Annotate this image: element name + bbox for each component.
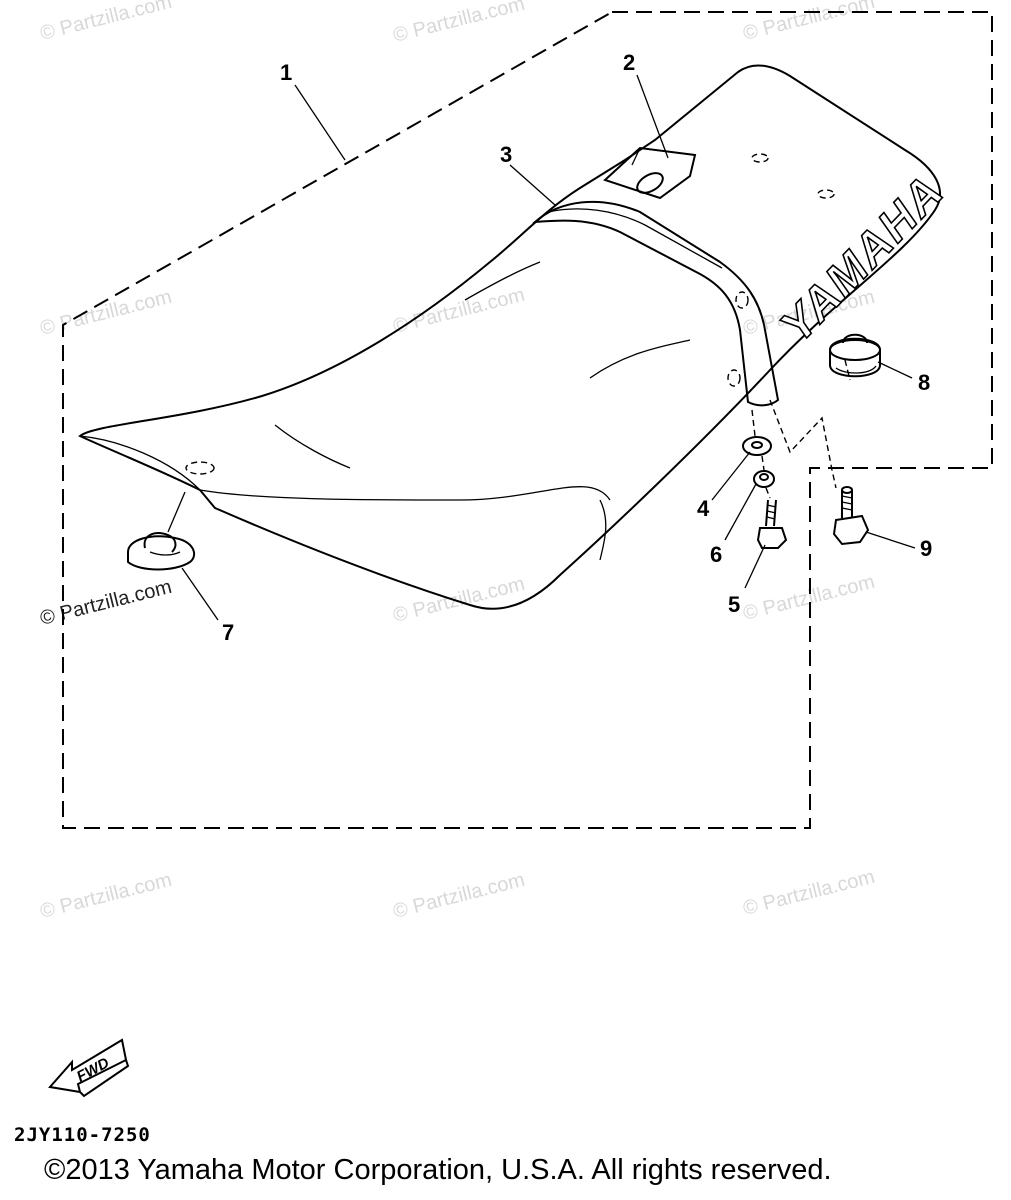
watermark: © Partzilla.com — [38, 576, 174, 630]
diagram-code: 2JY110-7250 — [14, 1124, 151, 1146]
bolt-9 — [832, 486, 870, 546]
watermark: © Partzilla.com — [391, 573, 527, 627]
watermark: © Partzilla.com — [741, 866, 877, 920]
callout-2: 2 — [623, 50, 635, 75]
copyright-text: ©2013 Yamaha Motor Corporation, U.S.A. A… — [44, 1154, 832, 1186]
seat-top-crease — [199, 486, 611, 501]
mount-hole — [727, 369, 741, 387]
damper-front — [127, 532, 196, 571]
watermark: © Partzilla.com — [38, 286, 174, 340]
watermark: © Partzilla.com — [391, 869, 527, 923]
seat-hook — [603, 146, 697, 200]
seat-highlight — [464, 261, 541, 301]
watermark: © Partzilla.com — [391, 0, 527, 47]
watermark-layer: © Partzilla.com © Partzilla.com © Partzi… — [38, 0, 877, 923]
assembly-line — [761, 455, 765, 471]
seat-side-crease — [599, 499, 607, 561]
mount-hole — [185, 461, 215, 475]
watermark: © Partzilla.com — [741, 571, 877, 625]
washer-4 — [742, 436, 772, 456]
callout-5: 5 — [728, 592, 740, 617]
seat: YAMAHA — [78, 64, 954, 610]
seat-emblem-text: YAMAHA — [770, 164, 954, 352]
callout-6: 6 — [710, 542, 722, 567]
leader-lines — [167, 74, 916, 621]
watermark: © Partzilla.com — [741, 0, 877, 45]
seat-tip-edge — [79, 435, 201, 491]
watermark: © Partzilla.com — [38, 869, 174, 923]
callout-1: 1 — [280, 60, 292, 85]
seat-band-edge — [547, 208, 723, 269]
washer-6 — [753, 470, 775, 488]
callout-8: 8 — [918, 370, 930, 395]
mount-hole — [817, 189, 835, 199]
seat-outline — [78, 64, 941, 610]
callouts: 1 2 3 4 5 6 7 8 9 — [222, 50, 932, 645]
assembly-line — [844, 359, 851, 381]
assembly-line — [765, 487, 771, 499]
damper-rear — [829, 333, 881, 378]
mount-hole — [735, 291, 749, 309]
assembly-line — [769, 399, 837, 489]
watermark: © Partzilla.com — [38, 0, 174, 45]
mount-hole — [751, 153, 769, 163]
assembly-line — [751, 409, 756, 437]
bolt-5 — [756, 499, 788, 549]
callout-4: 4 — [697, 496, 710, 521]
seat-band — [532, 200, 780, 407]
callout-7: 7 — [222, 620, 234, 645]
watermark: © Partzilla.com — [391, 284, 527, 338]
seat-highlight — [589, 339, 691, 379]
seat-highlight — [274, 424, 351, 469]
callout-9: 9 — [920, 536, 932, 561]
assembly-boundary — [62, 11, 993, 829]
fwd-arrow-icon: FWD — [48, 1038, 130, 1098]
callout-3: 3 — [500, 142, 512, 167]
